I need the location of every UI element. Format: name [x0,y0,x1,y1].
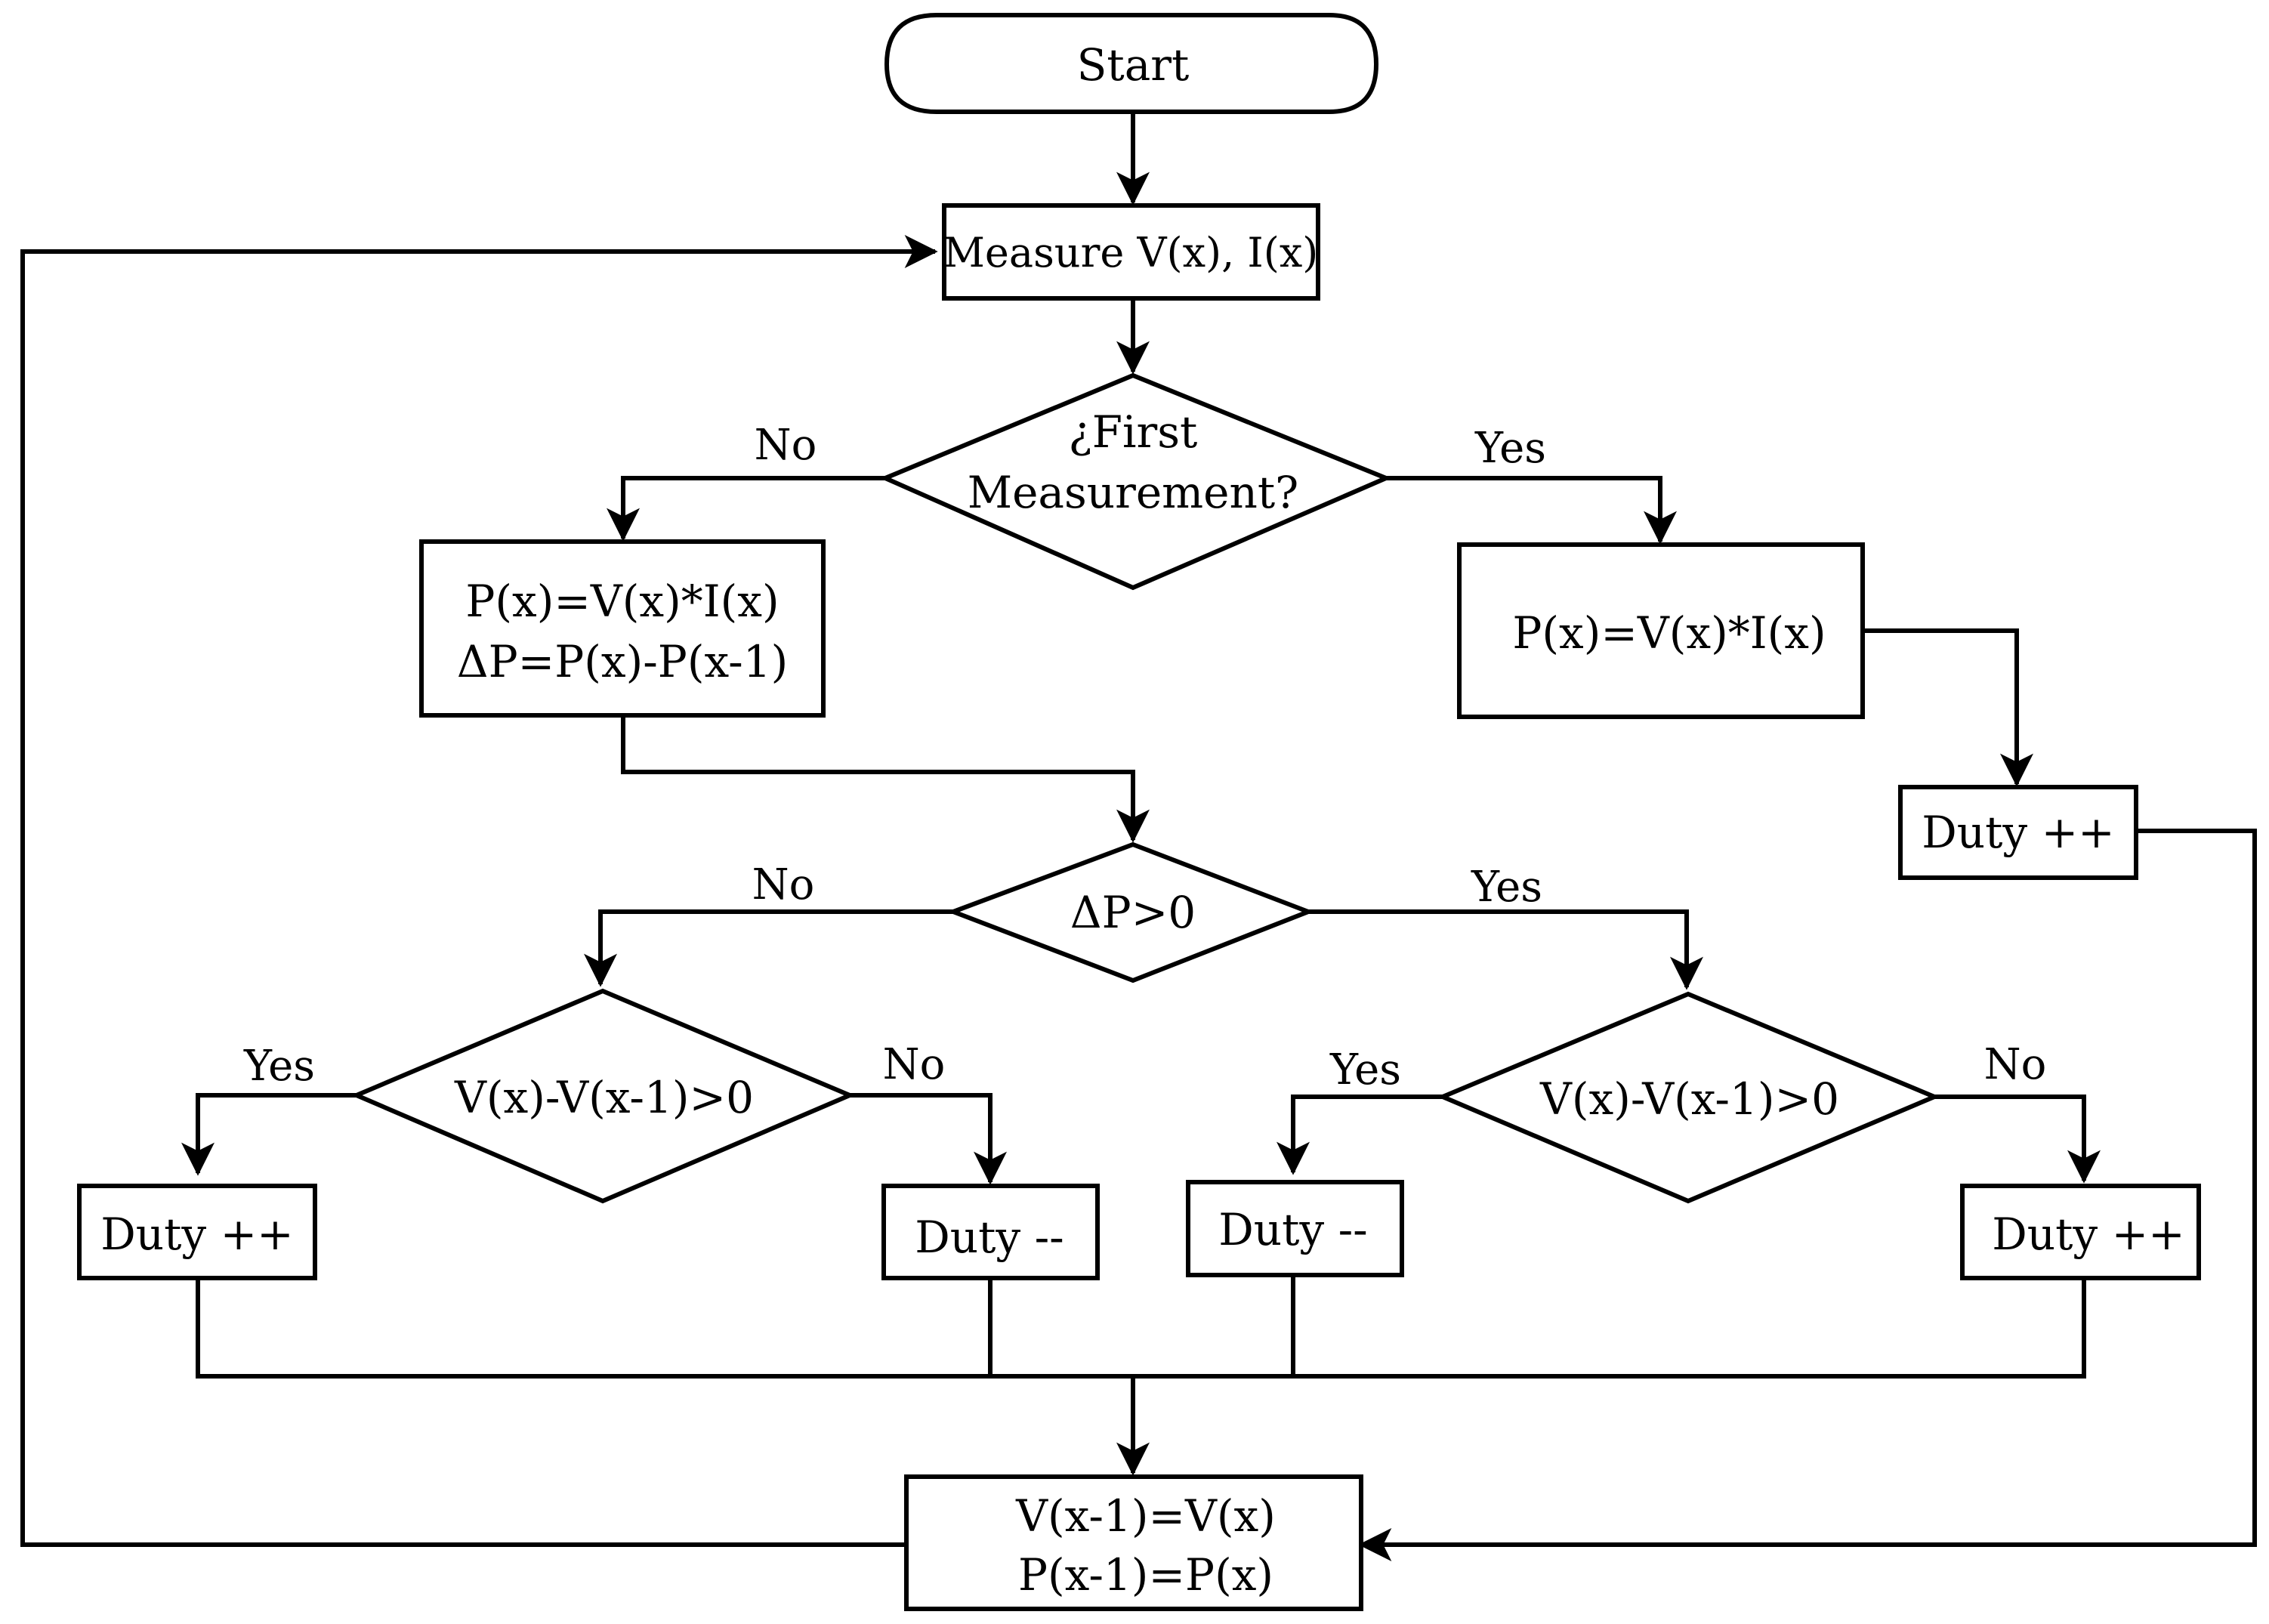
edge-duty-update [1358,829,2257,1561]
node-calc-left: P(x)=V(x)*I(x) ΔP=P(x)-P(x-1) [419,539,826,718]
node-dp-decision: ΔP>0 [946,841,1315,983]
node-update: V(x-1)=V(x) P(x-1)=P(x) [904,1474,1363,1611]
edge-first-no [607,476,885,542]
calc-left-line2: ΔP=P(x)-P(x-1) [457,636,789,687]
dvr-no-label: No [1984,1040,2047,1089]
duty-2-label: Duty -- [915,1212,1064,1263]
dv-left-label: V(x)-V(x-1)>0 [454,1072,754,1123]
calc-right-label: P(x)=V(x)*I(x) [1512,607,1826,659]
duty-top-right-label: Duty ++ [1922,807,2115,858]
first-yes-label: Yes [1474,424,1546,473]
duty-4-label: Duty ++ [1992,1209,2185,1260]
node-duty-2: Duty -- [881,1184,1100,1280]
edge-dp-no [584,909,953,987]
dv-right-label: V(x)-V(x-1)>0 [1539,1073,1839,1125]
start-label: Start [1077,39,1190,91]
calc-left-line1: P(x)=V(x)*I(x) [465,576,779,627]
dvl-yes-label: Yes [243,1042,315,1091]
update-line1: V(x-1)=V(x) [1015,1490,1276,1542]
measure-label: Measure V(x), I(x) [943,229,1319,276]
node-calc-right: P(x)=V(x)*I(x) [1457,542,1865,719]
edge-merge [196,1275,2086,1379]
edge-dvr-no [1934,1095,2101,1184]
edge-dvl-yes [181,1093,357,1176]
node-start: Start [884,13,1379,114]
node-measure: Measure V(x), I(x) [942,203,1320,301]
edge-calcleft-dp [621,715,1150,843]
edges [20,113,2257,1561]
node-duty-4: Duty ++ [1960,1184,2201,1280]
update-line2: P(x-1)=P(x) [1018,1549,1273,1601]
duty-3-label: Duty -- [1218,1204,1368,1255]
edge-labels: No Yes No Yes Yes No Yes No [243,421,2046,1095]
edge-calcright-duty [1863,628,2033,787]
node-duty-1: Duty ++ [77,1184,317,1280]
edge-dvr-yes [1277,1095,1443,1175]
node-duty-3: Duty -- [1186,1180,1404,1277]
dp-q-label: ΔP>0 [1070,887,1196,938]
node-dv-left-decision: V(x)-V(x-1)>0 [350,988,856,1204]
edge-first-yes [1386,476,1677,545]
dvl-no-label: No [883,1040,946,1089]
first-no-label: No [755,421,817,470]
dp-no-label: No [752,860,815,909]
dp-yes-label: Yes [1471,863,1542,912]
duty-1-label: Duty ++ [100,1209,294,1260]
edge-dvl-no [850,1093,1007,1185]
dvr-yes-label: Yes [1329,1045,1401,1095]
first-q-line1: ¿First [1069,406,1198,458]
node-dv-right-decision: V(x)-V(x-1)>0 [1437,991,1940,1204]
edge-dp-yes [1308,909,1703,990]
first-q-line2: Measurement? [968,467,1299,518]
edge-update-measure [20,235,938,1547]
node-first-measurement-decision: ¿First Measurement? [879,372,1392,591]
node-duty-top-right: Duty ++ [1898,785,2138,880]
